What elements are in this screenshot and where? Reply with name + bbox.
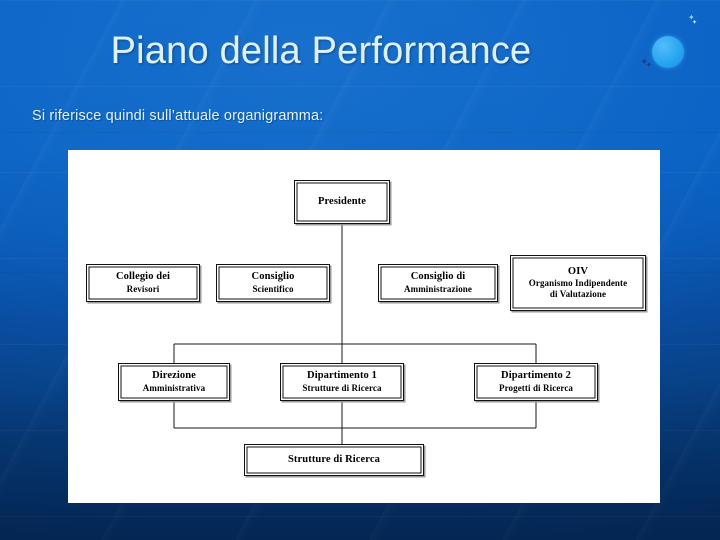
- org-node-label-line1: Consiglio di: [410, 271, 466, 283]
- slide-title: Piano della Performance: [110, 30, 532, 72]
- org-node-oiv[interactable]: OIV Organismo Indipendente di Valutazion…: [510, 255, 646, 311]
- org-node-label-line2: Amministrativa: [142, 382, 206, 393]
- org-node-strutture-di-ricerca[interactable]: Strutture di Ricerca: [244, 444, 424, 476]
- org-node-label-line2: Organismo Indipendente: [528, 278, 628, 289]
- org-node-consiglio-di-amministrazione[interactable]: Consiglio di Amministrazione: [378, 264, 498, 302]
- slide-subtitle: Si riferisce quindi sull’attuale organig…: [32, 108, 324, 124]
- org-node-label-line1: Dipartimento 2: [501, 370, 571, 382]
- org-node-label-line3: di Valutazione: [549, 289, 607, 300]
- org-node-consiglio-scientifico[interactable]: Consiglio Scientifico: [216, 264, 330, 302]
- org-node-dipartimento-2[interactable]: Dipartimento 2 Progetti di Ricerca: [474, 363, 598, 401]
- org-node-label-line2: Scientifico: [252, 283, 294, 294]
- org-node-label-line1: Collegio dei: [116, 271, 170, 283]
- org-chart-panel: Presidente Collegio dei Revisori Consigl…: [68, 150, 660, 503]
- org-node-collegio-dei-revisori[interactable]: Collegio dei Revisori: [86, 264, 200, 302]
- org-node-label-line1: Direzione: [152, 370, 196, 382]
- org-node-label-line1: OIV: [567, 265, 589, 277]
- org-chart-connectors: [173, 224, 537, 444]
- org-node-label-line2: Progetti di Ricerca: [498, 382, 574, 393]
- org-node-dipartimento-1[interactable]: Dipartimento 1 Strutture di Ricerca: [280, 363, 404, 401]
- org-node-label: Strutture di Ricerca: [287, 453, 380, 465]
- org-node-label: Presidente: [317, 195, 367, 207]
- org-node-label-line2: Revisori: [126, 283, 160, 294]
- org-node-direzione-amministrativa[interactable]: Direzione Amministrativa: [118, 363, 230, 401]
- org-chart: Presidente Collegio dei Revisori Consigl…: [68, 150, 660, 503]
- org-node-label-line2: Amministrazione: [404, 283, 472, 294]
- org-node-label-line2: Strutture di Ricerca: [302, 382, 382, 393]
- org-node-label-line1: Dipartimento 1: [307, 370, 377, 382]
- org-node-presidente[interactable]: Presidente: [294, 180, 390, 224]
- org-node-label-line1: Consiglio: [251, 271, 295, 283]
